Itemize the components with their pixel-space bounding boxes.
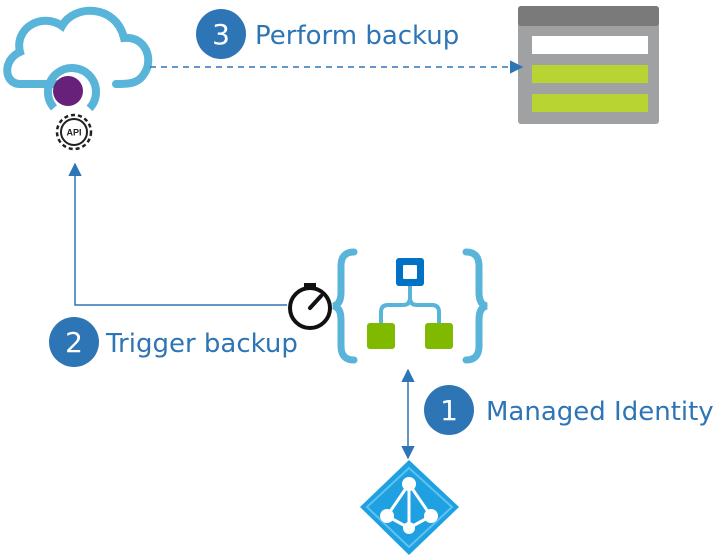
- logic-app-icon: [332, 248, 488, 364]
- step-2-number: 2: [65, 326, 83, 359]
- azure-active-directory-icon: [360, 460, 459, 555]
- step-1-number: 1: [440, 394, 458, 427]
- step-2: 2 Trigger backup: [49, 317, 298, 367]
- storage-account-icon: [518, 6, 659, 124]
- step-1: 1 Managed Identity: [424, 385, 714, 435]
- trigger-backup-connector: [68, 162, 287, 306]
- api-gear-icon: API: [55, 113, 93, 151]
- step-2-label: Trigger backup: [105, 329, 298, 359]
- step-3: 3 Perform backup: [196, 9, 459, 59]
- step-3-badge: [196, 9, 246, 59]
- api-label: API: [66, 128, 81, 138]
- step-3-number: 3: [212, 18, 230, 51]
- cloud-app-service-icon: [3, 6, 153, 120]
- step-2-badge: [49, 317, 99, 367]
- step-3-label: Perform backup: [255, 21, 459, 51]
- step-1-badge: [424, 385, 474, 435]
- step-1-label: Managed Identity: [486, 397, 714, 427]
- cloud-dot-icon: [53, 76, 83, 106]
- timer-icon: [288, 283, 332, 330]
